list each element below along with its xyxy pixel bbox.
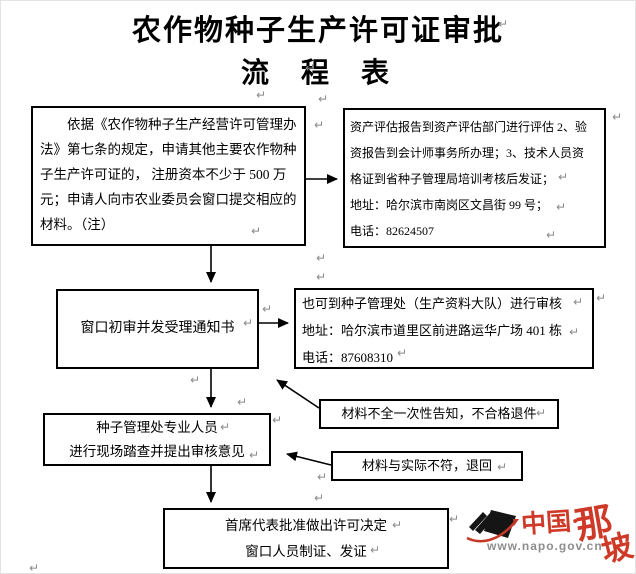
paragraph-mark-icon: ↵ — [262, 302, 273, 316]
paragraph-mark-icon: ↵ — [316, 251, 327, 265]
flow-box-window-preliminary-review: 窗口初审并发受理通知书 — [56, 289, 259, 369]
napo-logo-mark-icon — [466, 510, 519, 543]
paragraph-mark-icon: ↵ — [272, 413, 283, 427]
flow-box-line: 电话：87608310 — [302, 350, 394, 365]
paragraph-mark-icon: ↵ — [256, 88, 267, 102]
flow-box-line: 格证到省种子管理局培训考核后发证； — [350, 172, 555, 186]
paragraph-mark-icon: ↵ — [397, 346, 408, 360]
paragraph-mark-icon: ↵ — [317, 470, 328, 484]
paragraph-mark-icon: ↵ — [573, 295, 584, 309]
paragraph-mark-icon: ↵ — [596, 291, 607, 305]
paragraph-mark-icon: ↵ — [556, 200, 567, 214]
flow-box-line: 地址：哈尔滨市道里区前进路运华广场 401 栋 — [302, 323, 563, 338]
flow-box-seed-admin-alternative: 也可到种子管理处（生产资料大队）进行审核地址：哈尔滨市道里区前进路运华广场 40… — [294, 288, 594, 369]
flow-box-asset-evaluation-info: 资产评估报告到资产评估部门进行评估 2、验资报告到会计师事务所办理；3、技术人员… — [343, 108, 606, 248]
flow-box-line: 也可到种子管理处（生产资料大队）进行审核 — [302, 296, 563, 311]
flow-box-application-requirements: 依据《农作物种子生产经营许可管理办法》第七条的规定，申请其他主要农作物种子生产许… — [31, 106, 306, 246]
flow-box-line: 资报告到会计师事务所办理；3、技术人员资 — [350, 146, 585, 160]
paragraph-mark-icon: ↵ — [612, 110, 623, 124]
flow-box-line: 材料不全一次性告知，不合格退件 — [341, 406, 537, 421]
paragraph-mark-icon: ↵ — [251, 224, 262, 238]
page-subtitle: 流 程 表 — [240, 58, 395, 89]
paragraph-mark-icon: ↵ — [243, 316, 254, 330]
paragraph-mark-icon: ↵ — [558, 170, 569, 184]
flow-box-line: 首席代表批准做出许可决定 — [225, 517, 387, 533]
paragraph-mark-icon: ↵ — [314, 491, 325, 505]
flow-box-materials-mismatch-return: 材料与实际不符，退回 — [331, 451, 523, 481]
paragraph-mark-icon: ↵ — [249, 448, 260, 462]
paragraph-mark-icon: ↵ — [392, 518, 403, 532]
paragraph-mark-icon: ↵ — [237, 395, 248, 409]
paragraph-mark-icon: ↵ — [546, 228, 557, 242]
paragraph-mark-icon: ↵ — [29, 561, 40, 574]
flow-box-line: 电话：82624507 — [350, 224, 435, 238]
flow-box-line: 材料。（注） — [40, 217, 115, 232]
arrow-mismatch-return-to-inspection — [286, 451, 332, 466]
flow-box-line: 元；申请人向市农业委员会窗口提交相应的 — [40, 192, 297, 207]
paragraph-mark-icon: ↵ — [190, 373, 201, 387]
paragraph-mark-icon: ↵ — [314, 118, 325, 132]
napo-logo: www.napo.gov.cn 中国· 那 坡 — [463, 497, 636, 573]
flow-box-line: 种子管理处专业人员 — [96, 419, 218, 435]
flow-box-line: 窗口人员制证、发证 — [245, 543, 367, 559]
paragraph-mark-icon: ↵ — [370, 543, 381, 557]
site-url: www.napo.gov.cn — [487, 539, 603, 553]
flow-box-line: 地址：哈尔滨市南岗区文昌街 99 号； — [350, 198, 549, 212]
flow-box-field-inspection: 种子管理处专业人员进行现场踏查并提出审核意见 — [43, 413, 271, 466]
flow-box-license-decision-issue: 首席代表批准做出许可决定窗口人员制证、发证 — [163, 508, 449, 569]
paragraph-mark-icon: ↵ — [498, 17, 509, 31]
flow-box-line: 进行现场踏查并提出审核意见 — [69, 443, 245, 459]
flow-box-line: 子生产许可证的， 注册资本不少于 500 万 — [40, 167, 287, 182]
brand-text-china: 中国· — [520, 507, 581, 539]
arrow-incomplete-return-to-window — [276, 379, 320, 409]
flow-box-line: 法》第七条的规定，申请其他主要农作物种 — [40, 142, 297, 157]
flow-box-line: 窗口初审并发受理通知书 — [80, 321, 235, 336]
flow-box-incomplete-materials-notice: 材料不全一次性告知，不合格退件 — [319, 399, 559, 429]
paragraph-mark-icon: ↵ — [449, 512, 460, 526]
paragraph-mark-icon: ↵ — [305, 61, 316, 75]
paragraph-mark-icon: ↵ — [497, 460, 508, 474]
paragraph-mark-icon: ↵ — [569, 325, 580, 339]
flow-box-line: 材料与实际不符，退回 — [361, 458, 492, 473]
flow-box-line: 依据《农作物种子生产经营许可管理办 — [40, 117, 297, 132]
paragraph-mark-icon: ↵ — [220, 420, 231, 434]
paragraph-mark-icon: ↵ — [318, 92, 329, 106]
paragraph-mark-icon: ↵ — [316, 270, 327, 284]
page-title: 农作物种子生产许可证审批 — [131, 15, 504, 47]
flow-box-line: 资产评估报告到资产评估部门进行评估 2、验 — [350, 120, 588, 134]
paragraph-mark-icon: ↵ — [536, 406, 547, 420]
brand-text-county-char2: 坡 — [597, 527, 636, 570]
